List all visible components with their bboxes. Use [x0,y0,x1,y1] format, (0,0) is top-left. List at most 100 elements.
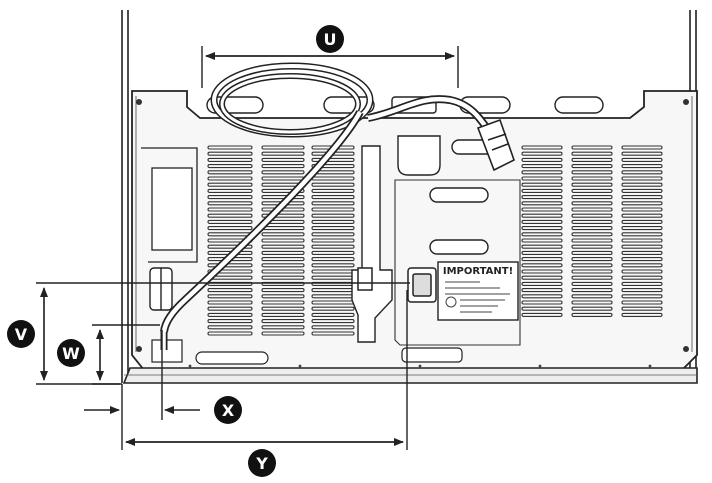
vent-slot [311,164,355,169]
vent-slot [311,182,355,187]
vent-slot [621,164,663,169]
vent-slot [621,226,663,231]
vent-slot [571,312,613,317]
badge-y: Y [248,449,276,477]
vent-slot [311,306,355,311]
vent-slot [311,244,355,249]
vent-slot [261,244,305,249]
vent-slot [621,281,663,286]
vent-slot [521,312,563,317]
vent-slot [261,195,305,200]
vent-slot [621,213,663,218]
vent-slot [261,232,305,237]
vent-slot [521,151,563,156]
vent-slot [207,300,253,305]
vent-slot [261,294,305,299]
vent-slot [207,226,253,231]
vent-slot [571,281,613,286]
vent-slot [521,244,563,249]
vent-slot [311,188,355,193]
vent-slot [571,257,613,262]
vent-slot [261,257,305,262]
bottom-features [151,339,463,365]
power-cord [160,62,492,350]
vent-slot [207,151,253,156]
vent-slot [521,281,563,286]
vent-slot [207,164,253,169]
vent-slot [311,325,355,330]
vent-slot [571,195,613,200]
vent-slot [621,188,663,193]
dimension-w [92,324,160,385]
dimension-x [84,330,200,450]
vent-slot [621,257,663,262]
vent-slot [207,188,253,193]
vent-slot [521,263,563,268]
badge-v: V [7,320,35,348]
vent-slot [621,275,663,280]
vent-slot [311,207,355,212]
vent-slot [261,263,305,268]
vent-slot [571,294,613,299]
vent-slot [571,145,613,150]
vent-slot [621,306,663,311]
vent-slot [571,300,613,305]
vent-slot [521,213,563,218]
badge-y-label: Y [255,454,268,473]
vent-slot [261,170,305,175]
vent-slot [311,201,355,206]
vent-slot [621,232,663,237]
vent-slot [571,269,613,274]
vent-slot [621,263,663,268]
vent-slot [571,176,613,181]
outlet-box [357,267,437,303]
vent-slot [521,170,563,175]
vent-slot [311,213,355,218]
vent-slot [261,288,305,293]
vent-slot [621,207,663,212]
vent-slot [261,238,305,243]
vent-slot [621,176,663,181]
vent-slot [521,195,563,200]
vent-slot [521,219,563,224]
vent-slot [261,164,305,169]
vent-slot [621,170,663,175]
important-label-text: IMPORTANT! [443,266,513,277]
vent-slot [521,176,563,181]
vent-slot [621,312,663,317]
vent-slot [261,151,305,156]
vent-slot [261,306,305,311]
vent-slot [311,232,355,237]
vent-slot [311,157,355,162]
vent-slot [571,170,613,175]
vent-slot [621,238,663,243]
vent-slot [571,263,613,268]
vent-slot [261,312,305,317]
vent-slot [521,269,563,274]
vent-slot [621,300,663,305]
vent-slot [207,288,253,293]
vent-slot [571,219,613,224]
vent-slot [521,306,563,311]
vent-slot [571,151,613,156]
badge-v-label: V [15,325,28,344]
badge-x-label: X [222,401,235,420]
vent-slot [621,294,663,299]
vent-slot [311,238,355,243]
vent-slot [521,226,563,231]
screw-hole [136,99,142,105]
screw-hole [683,99,689,105]
vent-slot [571,288,613,293]
vent-slot [261,275,305,280]
vent-slot [207,263,253,268]
vent-slot [261,213,305,218]
badge-x: X [214,396,242,424]
vent-slot [311,263,355,268]
vent-slot [311,331,355,336]
vent-slot [521,145,563,150]
vent-slot [311,312,355,317]
vent-slot [621,219,663,224]
vent-slot [207,331,253,336]
vent-slot [207,145,253,150]
